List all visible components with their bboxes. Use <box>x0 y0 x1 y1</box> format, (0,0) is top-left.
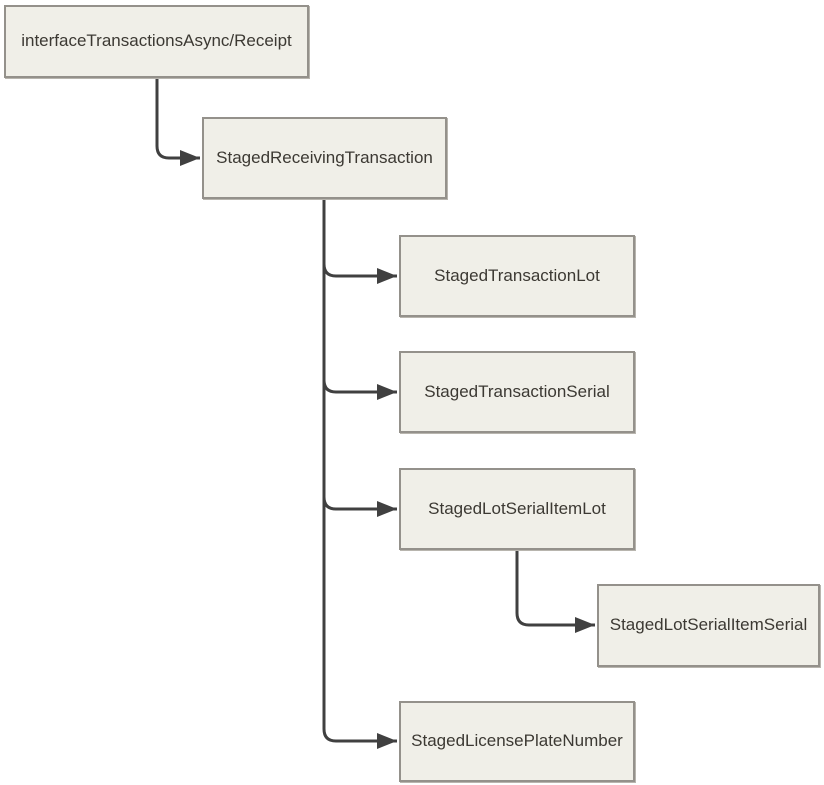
edge-staged-lot-serial-item-lot-to-staged-lot-serial-item-serial <box>515 548 595 633</box>
edge-receipt-to-staged-receiving-transaction <box>155 76 200 166</box>
node-staged-receiving-transaction: StagedReceivingTransaction <box>202 117 447 199</box>
node-staged-transaction-lot: StagedTransactionLot <box>399 235 635 317</box>
edge-staged-receiving-transaction-to-staged-transaction-serial <box>322 379 397 400</box>
edge-staged-receiving-transaction-to-staged-license-plate-number <box>322 197 397 749</box>
node-staged-lot-serial-item-lot: StagedLotSerialItemLot <box>399 468 635 550</box>
node-interface-transactions-async-receipt: interfaceTransactionsAsync/Receipt <box>4 5 309 78</box>
node-staged-license-plate-number: StagedLicensePlateNumber <box>399 701 635 782</box>
edge-staged-receiving-transaction-to-staged-transaction-lot <box>322 263 397 284</box>
node-staged-transaction-serial: StagedTransactionSerial <box>399 351 635 433</box>
edge-staged-receiving-transaction-to-staged-lot-serial-item-lot <box>322 496 397 517</box>
node-staged-lot-serial-item-serial: StagedLotSerialItemSerial <box>597 584 820 667</box>
